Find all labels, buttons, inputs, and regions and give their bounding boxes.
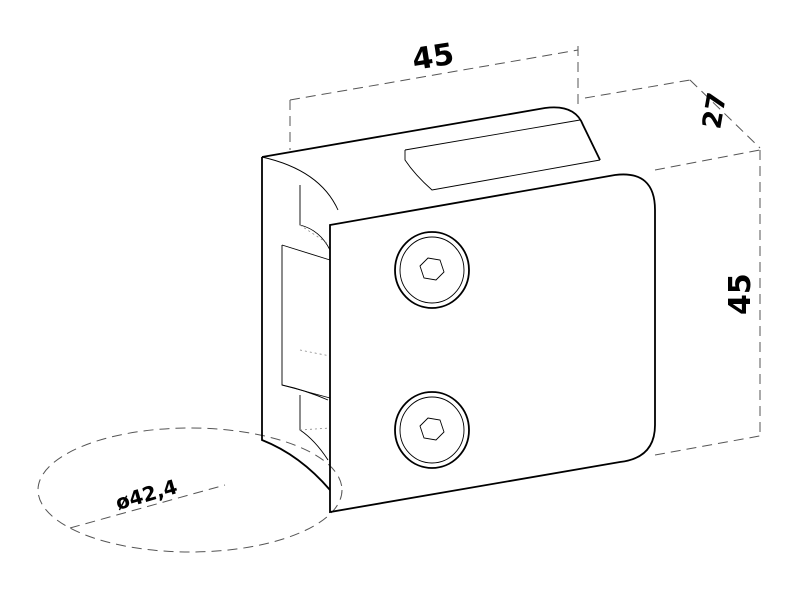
height-dimension-label: 45 bbox=[723, 273, 758, 315]
clamp-body bbox=[261, 106, 601, 491]
height-dimension bbox=[654, 150, 766, 456]
tube-diameter-label: ø42,4 bbox=[113, 474, 180, 514]
tube-diameter-line bbox=[69, 484, 226, 529]
width-dimension-label: 45 bbox=[410, 37, 457, 78]
hex-socket-icon bbox=[419, 257, 445, 281]
depth-dimension-label: 27 bbox=[697, 90, 733, 131]
screw-top bbox=[394, 231, 470, 309]
screw-bottom bbox=[394, 391, 470, 469]
depth-dimension bbox=[584, 79, 761, 171]
front-plate bbox=[329, 173, 656, 514]
width-dimension bbox=[289, 46, 579, 150]
tube-diameter-ellipse bbox=[37, 427, 343, 553]
hex-socket-icon bbox=[419, 417, 445, 441]
